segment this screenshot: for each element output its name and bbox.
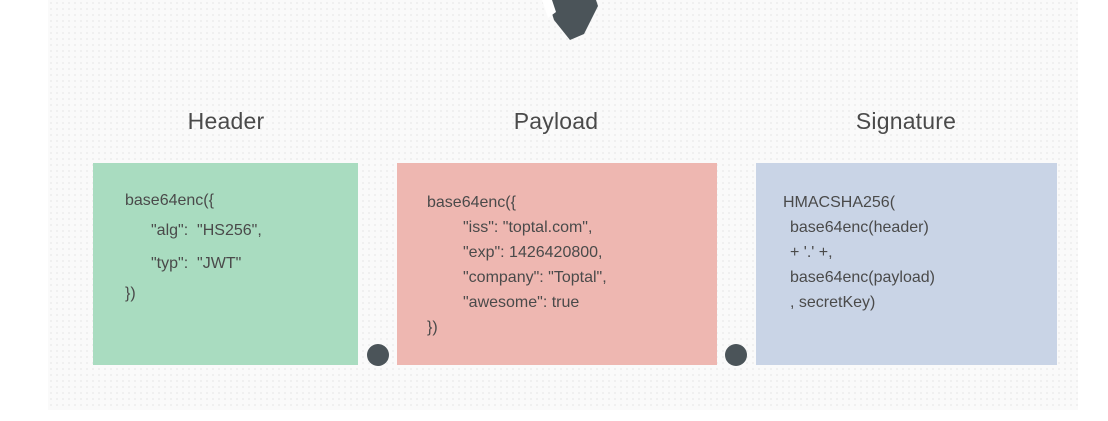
header-box: base64enc({ "alg": "HS256", "typ": "JWT"… [93,163,358,365]
payload-line: base64enc({ [427,194,516,211]
signature-box: HMACSHA256( base64enc(header) + '.' +, b… [756,163,1057,365]
toptal-logo-icon [542,0,598,40]
header-line: "alg": "HS256", [151,222,262,239]
header-line: }) [125,285,136,302]
payload-line: "company": "Toptal", [463,269,607,286]
signature-line: , secretKey) [790,294,876,311]
header-line: "typ": "JWT" [151,255,242,272]
signature-line: + '.' +, [790,244,833,261]
payload-line: }) [427,319,438,336]
payload-line: "exp": 1426420800, [463,244,603,261]
header-line: base64enc({ [125,192,214,209]
dot-separator-icon [367,344,389,366]
payload-box: base64enc({ "iss": "toptal.com", "exp": … [397,163,717,365]
signature-line: base64enc(header) [790,219,929,236]
header-title: Header [187,108,265,134]
payload-line: "awesome": true [463,294,580,311]
dot-separator-icon [725,344,747,366]
signature-line: HMACSHA256( [783,194,896,211]
payload-line: "iss": "toptal.com", [463,219,593,236]
signature-line: base64enc(payload) [790,269,935,286]
signature-title: Signature [855,108,957,134]
payload-title: Payload [513,108,599,134]
